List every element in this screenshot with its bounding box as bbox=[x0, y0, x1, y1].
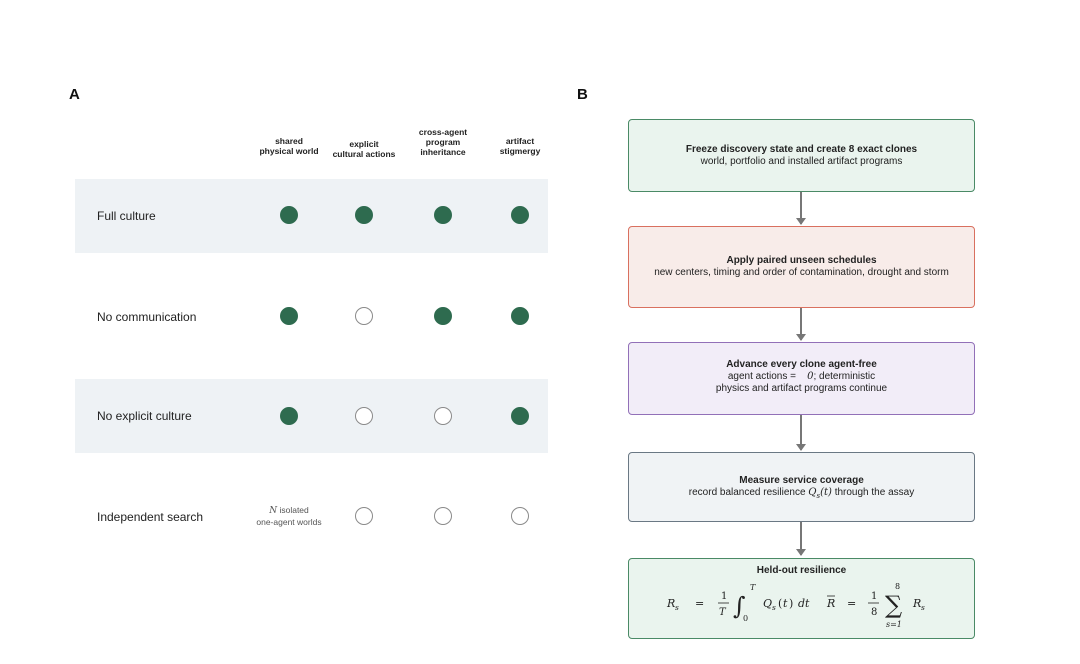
indicator-no-explicit-culture-shared-world bbox=[280, 407, 298, 425]
svg-text:s: s bbox=[772, 603, 776, 612]
row-label-full-culture: Full culture bbox=[97, 209, 156, 223]
step-advance-body2: physics and artifact programs continue bbox=[715, 383, 888, 394]
indicator-independent-search-program-inheritance bbox=[434, 507, 452, 525]
svg-text:T: T bbox=[750, 583, 756, 592]
indicator-full-culture-shared-world bbox=[280, 206, 298, 224]
step-freeze-body: world, portfolio and installed artifact … bbox=[700, 156, 903, 167]
indicator-no-communication-artifact-stigmergy bbox=[511, 307, 529, 325]
indicator-full-culture-program-inheritance bbox=[434, 206, 452, 224]
svg-text:R: R bbox=[666, 597, 675, 610]
svg-text:): ) bbox=[789, 597, 793, 610]
svg-text:8: 8 bbox=[895, 582, 900, 591]
indicator-no-explicit-culture-program-inheritance bbox=[434, 407, 452, 425]
svg-text:=: = bbox=[847, 597, 856, 610]
svg-text:R: R bbox=[826, 597, 835, 610]
svg-text:1: 1 bbox=[721, 591, 727, 602]
step-measure-body-post: through the assay bbox=[834, 487, 915, 498]
step-measure-body-pre: record balanced resilience bbox=[688, 487, 806, 498]
isolated-worlds-note: N isolated one-agent worlds bbox=[256, 505, 322, 527]
row-label-independent-search: Independent search bbox=[97, 510, 204, 524]
step-schedules-body: new centers, timing and order of contami… bbox=[654, 267, 949, 278]
indicator-no-communication-shared-world bbox=[280, 307, 298, 325]
svg-text:R: R bbox=[912, 597, 921, 610]
panel-a-label: A bbox=[69, 86, 80, 103]
svg-text:T: T bbox=[719, 607, 727, 618]
row-band-no-explicit-culture bbox=[75, 379, 548, 453]
arrow-1 bbox=[796, 192, 806, 225]
indicator-no-explicit-culture-explicit-actions bbox=[355, 407, 373, 425]
step-freeze-box: Freeze discovery state and create 8 exac… bbox=[628, 119, 975, 192]
indicator-full-culture-explicit-actions bbox=[355, 206, 373, 224]
indicator-no-explicit-culture-artifact-stigmergy bbox=[511, 407, 529, 425]
svg-text:=: = bbox=[695, 597, 704, 610]
row-label-no-explicit-culture: No explicit culture bbox=[97, 409, 192, 423]
svg-text:dt: dt bbox=[798, 597, 810, 610]
svg-text:0: 0 bbox=[743, 614, 748, 623]
svg-text:s=1: s=1 bbox=[886, 620, 902, 629]
svg-text:1: 1 bbox=[871, 591, 877, 602]
step-resilience-box: Held-out resilience R s = 1 T ∫ T 0 Q s … bbox=[628, 558, 975, 639]
step-advance-box: Advance every clone agent-free agent act… bbox=[628, 342, 975, 415]
panel-b-label: B bbox=[577, 86, 588, 103]
arrow-3 bbox=[796, 415, 806, 451]
svg-text:8: 8 bbox=[871, 607, 877, 618]
svg-text:t: t bbox=[783, 597, 788, 610]
step-advance-title: Advance every clone agent-free bbox=[726, 359, 877, 370]
step-schedules-box: Apply paired unseen schedules new center… bbox=[628, 226, 975, 308]
step-measure-box: Measure service coverage record balanced… bbox=[628, 452, 975, 522]
resilience-formula: R s = 1 T ∫ T 0 Q s ( t ) dt R = 1 8 ∑ 8… bbox=[666, 582, 925, 629]
svg-text:s: s bbox=[921, 603, 925, 612]
step-advance-body-pre: agent actions = bbox=[727, 371, 796, 382]
svg-text:∑: ∑ bbox=[885, 591, 902, 619]
svg-text:∫: ∫ bbox=[733, 592, 746, 620]
indicator-no-communication-program-inheritance bbox=[434, 307, 452, 325]
row-band-full-culture bbox=[75, 179, 548, 253]
row-label-no-communication: No communication bbox=[97, 310, 197, 324]
arrow-4 bbox=[796, 522, 806, 556]
step-advance-body-val: 0 bbox=[807, 371, 814, 382]
step-resilience-title: Held-out resilience bbox=[756, 565, 847, 576]
step-freeze-title: Freeze discovery state and create 8 exac… bbox=[685, 144, 918, 155]
step-advance-body-post: ; deterministic bbox=[813, 371, 876, 382]
arrow-2 bbox=[796, 308, 806, 341]
step-measure-body-math: Qs(t) bbox=[808, 487, 832, 500]
indicator-independent-search-explicit-actions bbox=[355, 507, 373, 525]
indicator-independent-search-artifact-stigmergy bbox=[511, 507, 529, 525]
svg-text:Q: Q bbox=[763, 597, 772, 610]
indicator-no-communication-explicit-actions bbox=[355, 307, 373, 325]
indicator-full-culture-artifact-stigmergy bbox=[511, 206, 529, 224]
svg-text:s: s bbox=[675, 603, 679, 612]
step-measure-title: Measure service coverage bbox=[739, 475, 864, 486]
step-schedules-title: Apply paired unseen schedules bbox=[726, 255, 877, 266]
svg-text:(: ( bbox=[778, 597, 782, 610]
